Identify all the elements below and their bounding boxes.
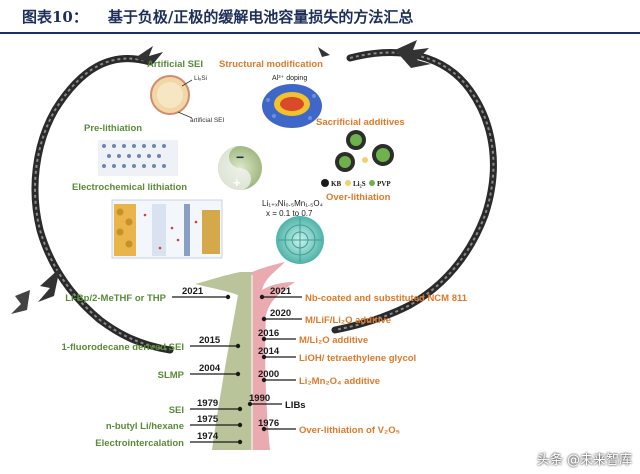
timeline-right-label: Nb-coated and substituted NCM 811 bbox=[305, 293, 468, 304]
watermark: 头条 @未来智库 bbox=[536, 453, 632, 468]
timeline-right-label: LiOH/ tetraethylene glycol bbox=[299, 353, 416, 364]
formula-line-1: Li₁₊ₓNi₀.₅Mn₁.₅O₄ bbox=[262, 199, 323, 208]
timeline-right-label: Li₂Mn₂O₄ additive bbox=[299, 376, 380, 387]
artificial-sei-small-label: artificial SEI bbox=[190, 117, 225, 124]
timeline-left-dot bbox=[237, 406, 243, 412]
timeline-right-label: M/LiF/Li₂O additive bbox=[305, 315, 391, 326]
plus-icon: + bbox=[233, 175, 241, 190]
lnmo-crystal-illustration bbox=[276, 216, 324, 264]
timeline-right-label: LIBs bbox=[285, 400, 306, 411]
timeline-left-dot bbox=[225, 294, 231, 300]
pre-lithiation-label: Pre-lithiation bbox=[84, 123, 142, 134]
timeline-right-dot bbox=[247, 401, 253, 407]
timeline-left-dot bbox=[235, 371, 241, 377]
right-dragon-illustration bbox=[318, 40, 497, 334]
timeline-left-label: Li-Bp/2-MeTHF or THP bbox=[65, 293, 166, 304]
over-lithiation-label: Over-lithiation bbox=[326, 192, 391, 203]
pre-lithiation-lattice-illustration bbox=[98, 140, 178, 176]
timeline-right-dot bbox=[261, 316, 267, 322]
al-doping-particle-illustration bbox=[262, 84, 322, 128]
timeline-left-year: 2004 bbox=[199, 363, 221, 374]
tree-trunk bbox=[195, 262, 295, 450]
timeline-right-year: 2021 bbox=[270, 286, 292, 297]
timeline-left-year: 1974 bbox=[197, 431, 219, 442]
timeline-right-year: 2000 bbox=[258, 369, 279, 380]
timeline-right-year: 1990 bbox=[249, 393, 270, 404]
kb-label: KB bbox=[331, 180, 341, 188]
li-si-label: LiₓSi bbox=[194, 75, 207, 82]
pvp-label: PVP bbox=[377, 180, 391, 188]
timeline-right-year: 2014 bbox=[258, 346, 280, 357]
timeline-left-year: 2015 bbox=[199, 335, 221, 346]
timeline-left-dot bbox=[237, 439, 243, 445]
timeline-left-year: 1979 bbox=[197, 398, 218, 409]
timeline-left-dot bbox=[235, 343, 241, 349]
figure-label: 图表10： bbox=[22, 7, 88, 26]
timeline-left-label: 1-fluorodecane derived SEI bbox=[62, 342, 184, 353]
timeline-left-dot bbox=[237, 422, 243, 428]
timeline-right-dot bbox=[261, 336, 267, 342]
artificial-sei-illustration bbox=[150, 75, 193, 119]
yin-yang-illustration: − + bbox=[218, 146, 262, 190]
sacrificial-additives-particles-illustration bbox=[335, 130, 394, 172]
timeline-right-label: Over-lithiation of V₂O₅ bbox=[299, 425, 400, 436]
electrochemical-lithiation-label: Electrochemical lithiation bbox=[72, 182, 187, 193]
timeline-left-year: 1975 bbox=[197, 414, 219, 425]
timeline-right-dot bbox=[261, 377, 267, 383]
timeline-left-label: SEI bbox=[169, 405, 184, 416]
timeline-right-dot bbox=[261, 354, 267, 360]
title-bar: 图表10： 基于负极/正极的缓解电池容量损失的方法汇总 bbox=[0, 0, 640, 34]
sacrificial-additives-label: Sacrificial additives bbox=[316, 117, 405, 128]
left-dragon-illustration bbox=[11, 46, 174, 354]
timeline-left-label: Electrointercalation bbox=[95, 438, 184, 449]
timeline-right-year: 1976 bbox=[258, 418, 279, 429]
additive-legend: KB Li₂S PVP bbox=[321, 179, 391, 188]
li2s-label: Li₂S bbox=[353, 180, 366, 188]
formula-line-2: x = 0.1 to 0.7 bbox=[266, 209, 313, 218]
timeline-right-dot bbox=[261, 426, 267, 432]
timeline-right-year: 2016 bbox=[258, 328, 279, 339]
artificial-sei-label: Artificial SEI bbox=[147, 59, 203, 70]
timeline-left-year: 2021 bbox=[182, 286, 204, 297]
timeline-left-label: n-butyl Li/hexane bbox=[106, 421, 184, 432]
timeline-right-label: M/Li₂O additive bbox=[299, 335, 368, 346]
electrochemical-cell-illustration bbox=[111, 199, 223, 259]
timeline-left-label: SLMP bbox=[158, 370, 185, 381]
timeline-right-year: 2020 bbox=[270, 308, 291, 319]
structural-modification-label: Structural modification bbox=[219, 59, 323, 70]
al-doping-label: Al³⁺ doping bbox=[272, 75, 307, 82]
timeline-right-dot bbox=[259, 294, 265, 300]
figure-title: 基于负极/正极的缓解电池容量损失的方法汇总 bbox=[107, 7, 414, 26]
minus-icon: − bbox=[236, 149, 244, 165]
